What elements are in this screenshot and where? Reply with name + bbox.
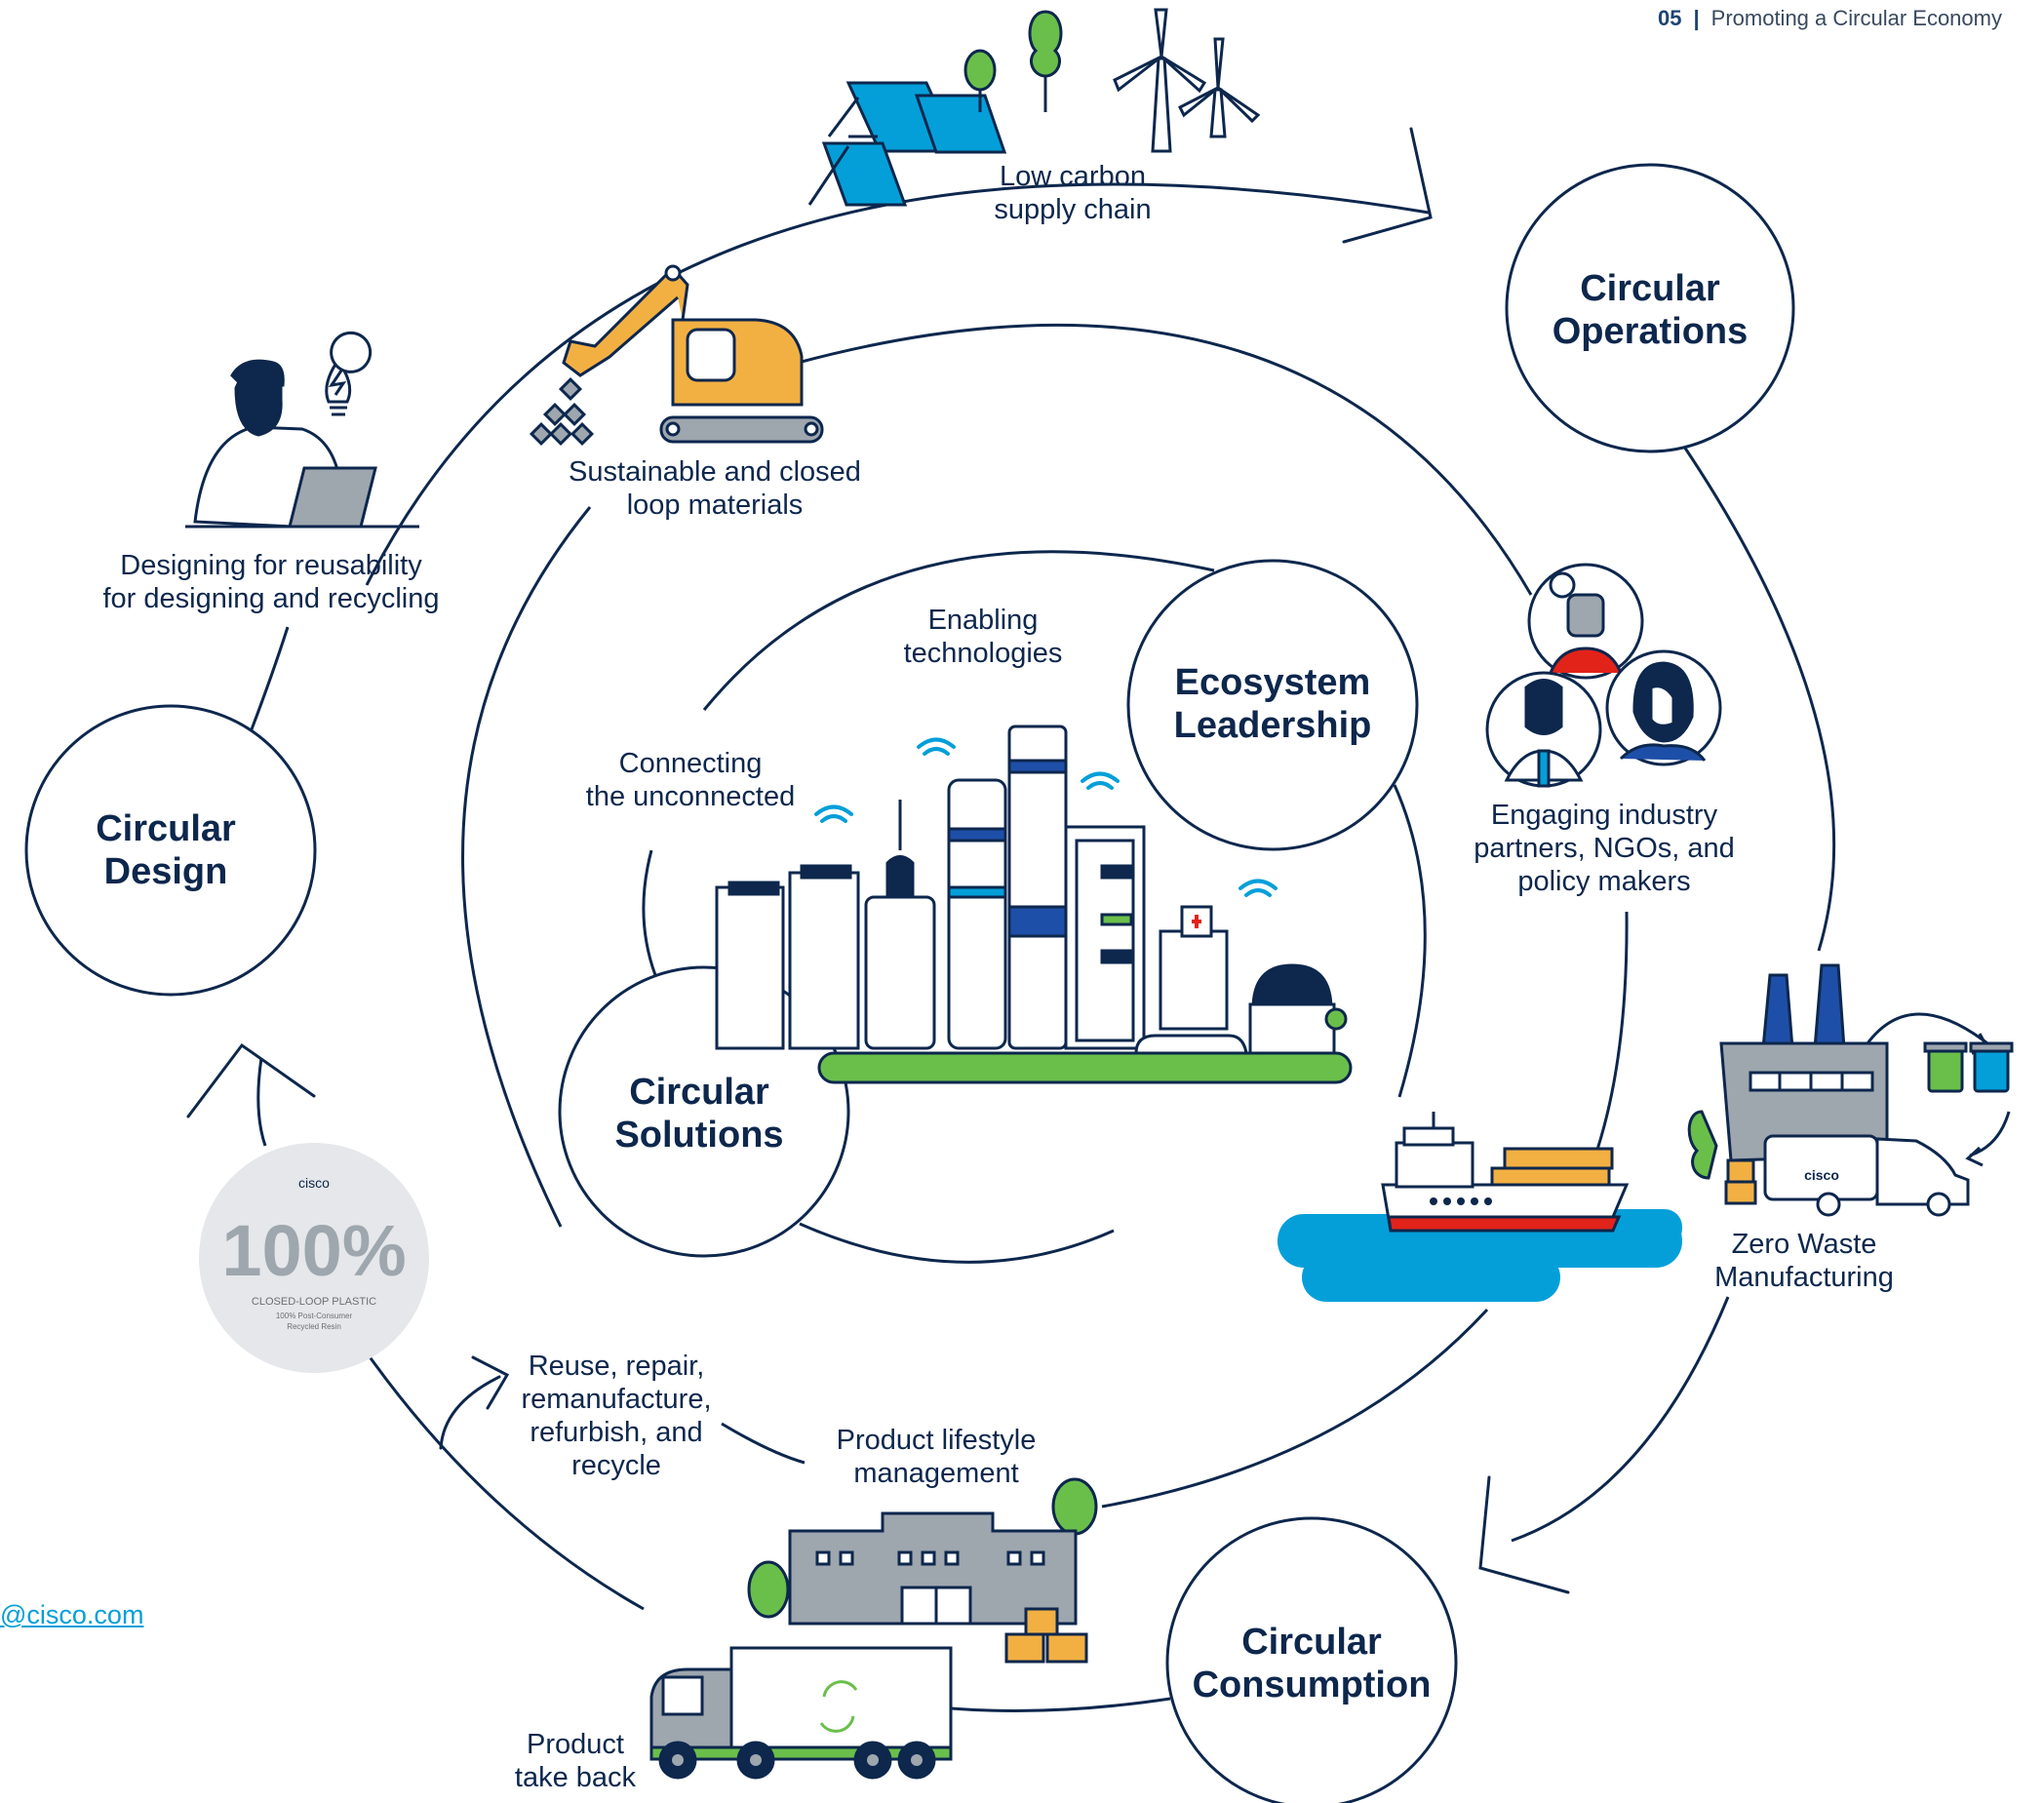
outer-arc-left-lower [256, 1057, 267, 1147]
badge-subcaption-line: Recycled Resin [287, 1322, 341, 1331]
wifi-icons [814, 737, 1278, 897]
arrowheads [186, 127, 1570, 1594]
badge-brand: cisco [298, 1175, 330, 1191]
page-number: 05 [1658, 6, 1682, 30]
factory-icon: cisco [1687, 963, 2014, 1217]
outer-arc-right [1680, 443, 1836, 952]
ship-icon [1278, 1112, 1682, 1302]
inner-arc-top [702, 550, 1215, 711]
people-trio-icon [1485, 563, 1722, 788]
header-separator: | [1693, 6, 1700, 30]
circle-ecosystem [1126, 559, 1419, 851]
truck-icon [649, 1646, 953, 1780]
inner-arc-left [642, 849, 657, 976]
circle-operations [1505, 163, 1795, 453]
inner-arc-bottom [799, 1222, 1115, 1264]
label-reuse: Reuse, repair,remanufacture,refurbish, a… [521, 1351, 711, 1481]
circle-consumption [1165, 1516, 1458, 1803]
badge-subcaption-line: 100% Post-Consumer [276, 1312, 353, 1320]
arrow-left-up-icon [186, 1042, 316, 1118]
middle-arc-top [797, 323, 1533, 596]
outer-arc-bottom-left [367, 1354, 645, 1611]
arrow-top-right-icon [1342, 127, 1433, 244]
outer-arc-left-upper [250, 626, 290, 730]
inner-arc-right [1393, 784, 1427, 1098]
city-skyline-icon [715, 725, 1353, 1084]
closed-loop-plastic-badge: cisco 100% CLOSED-LOOP PLASTIC 100% Post… [199, 1143, 429, 1373]
designer-icon [185, 331, 419, 529]
badge-caption: CLOSED-LOOP PLASTIC [252, 1296, 376, 1308]
outer-arc-bottom [950, 1697, 1171, 1712]
outer-arc-top [365, 182, 1430, 586]
outer-arc-bottom-right [1511, 1296, 1730, 1543]
page-header: 05 | Promoting a Circular Economy [1658, 6, 2002, 31]
badge-percent: 100% [221, 1210, 406, 1291]
middle-arc-bottom-left [721, 1422, 806, 1465]
wind-turbines-icon [1113, 8, 1261, 153]
arrow-reuse-curl-icon [439, 1375, 501, 1450]
cisco-truck-logo: cisco [1804, 1167, 1839, 1183]
middle-arc-left [461, 506, 592, 1228]
arrow-bottom-right-icon [1478, 1475, 1570, 1594]
excavator-icon [529, 264, 824, 447]
solar-panels-icon [807, 81, 1007, 207]
cycle-arcs [250, 182, 1836, 1712]
circle-design [24, 704, 317, 997]
middle-arc-bottom-right [1101, 1308, 1489, 1509]
trees-top-icon [963, 10, 1063, 112]
contact-email-link[interactable]: @cisco.com [0, 1600, 144, 1629]
arrow-reuse-head-icon [471, 1355, 510, 1410]
warehouse-icon [747, 1477, 1098, 1664]
section-title: Promoting a Circular Economy [1710, 6, 2002, 30]
